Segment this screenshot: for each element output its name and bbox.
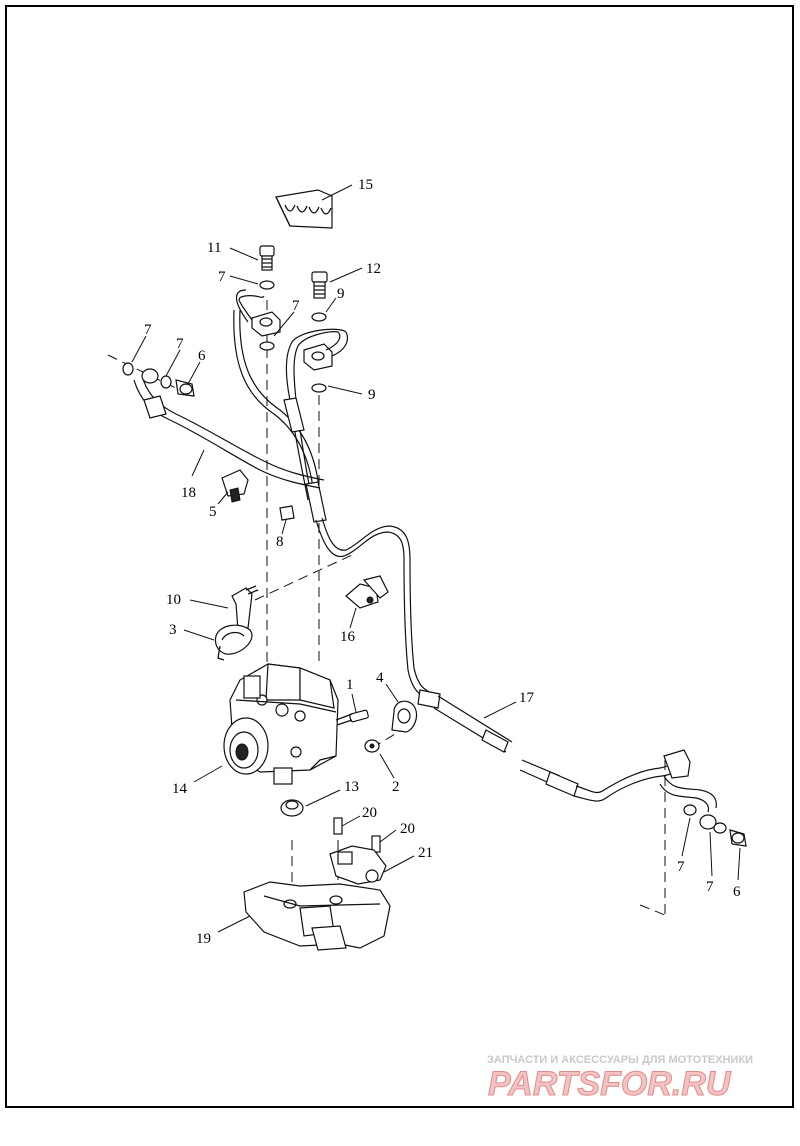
washers-upper [259,280,327,393]
part-13-grommet [280,799,304,817]
callout-6: 6 [198,348,206,364]
callout-7: 7 [292,298,300,314]
part-4-clamp [391,700,418,733]
diagram-frame [5,5,794,1108]
callout-7: 7 [218,269,226,285]
part-1-bolt [335,709,369,726]
callout-7: 7 [677,859,685,875]
part-15-line-clip [275,189,333,229]
callout-6: 6 [733,884,741,900]
part-21-sensor [329,845,387,885]
callout-21: 21 [418,845,433,861]
callout-8: 8 [276,534,284,550]
part-14-abs-module [223,663,339,785]
left-fitting-group [122,362,195,397]
part-5-clip [221,469,249,503]
callout-11: 11 [207,240,221,256]
callout-4: 4 [376,670,384,686]
callout-3: 3 [169,622,177,638]
watermark: ЗАПЧАСТИ И АКСЕССУАРЫ ДЛЯ МОТОТЕХНИКИ PA… [487,1054,753,1104]
watermark-tagline: ЗАПЧАСТИ И АКСЕССУАРЫ ДЛЯ МОТОТЕХНИКИ [487,1054,753,1066]
part-11-banjo-bolt [259,245,275,271]
callout-19: 19 [196,931,211,947]
part-10-bracket [231,585,259,631]
callout-9: 9 [368,387,376,403]
callout-20: 20 [400,821,415,837]
callout-1: 1 [346,677,354,693]
part-16-bracket [345,575,389,609]
callout-13: 13 [344,779,359,795]
callout-2: 2 [392,779,400,795]
callout-18: 18 [181,485,196,501]
callout-7: 7 [706,879,714,895]
callout-16: 16 [340,629,356,645]
leader-lines [131,184,741,933]
part-8-clip [279,505,295,521]
callout-9: 9 [337,286,345,302]
callout-labels: 15 11 12 7 7 9 9 7 7 6 18 5 8 10 3 16 1 … [144,177,741,947]
callout-20: 20 [362,805,377,821]
right-fitting-group [683,804,747,847]
callout-14: 14 [172,781,188,797]
callout-15: 15 [358,177,373,193]
callout-7: 7 [144,322,152,338]
watermark-brand: PARTSFOR.RU [488,1065,732,1103]
part-3-clamp [214,624,253,661]
callout-7: 7 [176,336,184,352]
callout-17: 17 [519,690,535,706]
brake-tubes [133,289,717,813]
part-12-banjo-bolt [311,271,328,299]
part-2-screw [364,739,380,753]
callout-10: 10 [166,592,181,608]
callout-5: 5 [209,504,217,520]
part-19-mounting-plate [243,881,391,951]
callout-12: 12 [366,261,381,277]
